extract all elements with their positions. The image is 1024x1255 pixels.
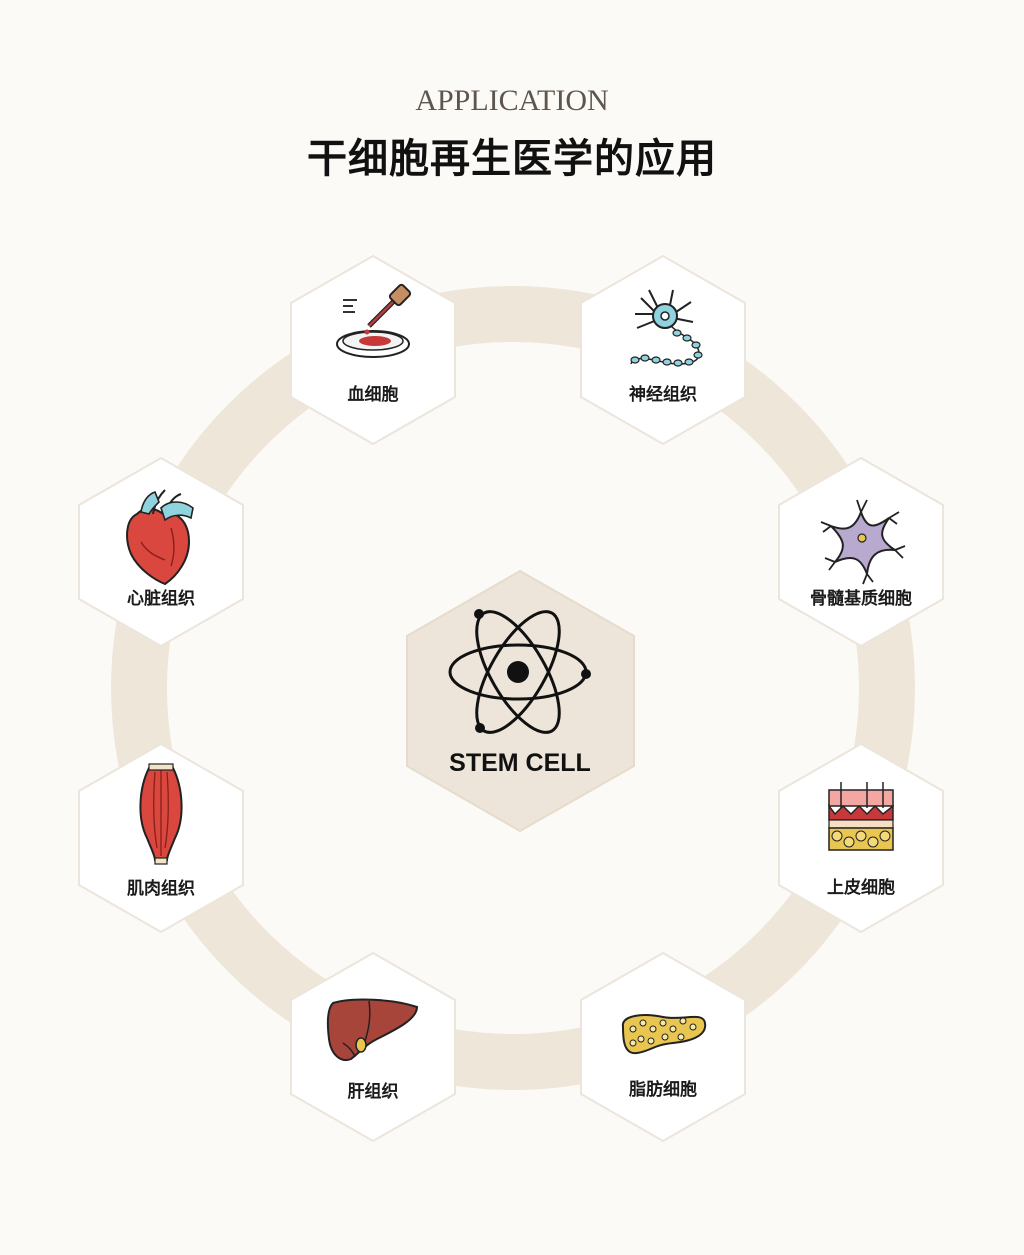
muscle-icon [139,763,183,865]
center-node: STEM CELL [406,569,635,833]
neuron-icon [630,289,703,367]
node-epithelium: 上皮细胞 [778,742,944,934]
node-label: 肝组织 [348,1081,399,1102]
node-liver: 肝组织 [290,951,456,1143]
heart-icon [126,489,194,586]
node-label: 血细胞 [348,384,399,405]
pipette-petri-dish-icon [336,283,412,358]
center-label: STEM CELL [449,749,591,777]
node-nerve: 神经组织 [580,254,746,446]
node-heart: 心脏组织 [78,456,244,648]
atom-icon [448,609,591,734]
connection-ring [111,286,915,1090]
node-label: 心脏组织 [127,588,195,609]
node-fat: 脂肪细胞 [580,951,746,1143]
fat-tissue-icon [621,1014,707,1055]
node-label: 骨髓基质细胞 [810,588,912,609]
node-label: 神经组织 [629,384,697,405]
section-eyebrow: APPLICATION [415,84,609,117]
stromal-cell-icon [820,499,906,585]
liver-icon [326,998,419,1061]
node-blood: 血细胞 [290,254,456,446]
node-label: 上皮细胞 [827,877,895,898]
node-label: 肌肉组织 [127,878,195,899]
page-title: 干细胞再生医学的应用 [307,136,717,182]
skin-layers-icon [828,782,894,851]
node-marrow: 骨髓基质细胞 [778,456,944,648]
node-label: 脂肪细胞 [629,1079,697,1100]
node-muscle: 肌肉组织 [78,742,244,934]
